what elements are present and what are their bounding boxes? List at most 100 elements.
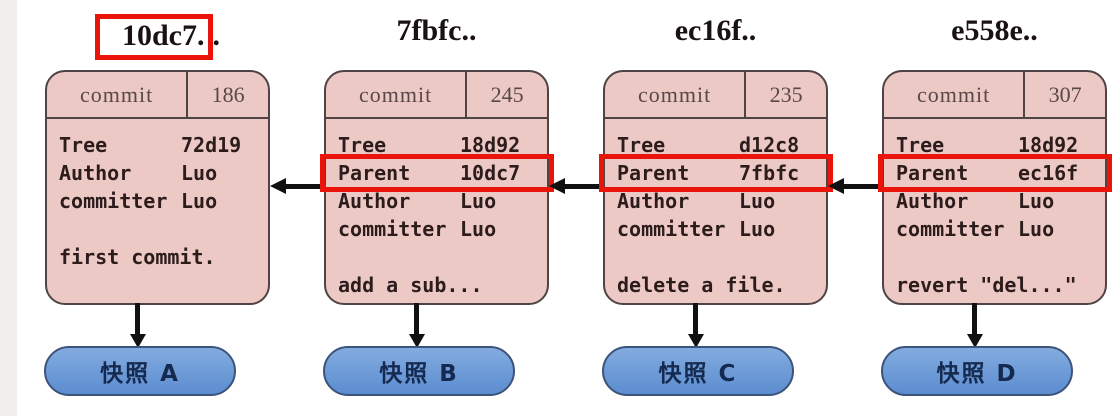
commit-field-row: Tree 72d19 [59, 131, 256, 159]
arrow-head-left-icon [549, 178, 565, 194]
field-value: 72d19 [181, 133, 242, 157]
blank-line [338, 243, 535, 271]
field-value: Luo [460, 189, 497, 213]
commit-type-label: commit [326, 72, 468, 117]
arrow-line [693, 303, 698, 334]
commit-field-row: committer Luo [617, 215, 814, 243]
blank-line [896, 243, 1093, 271]
parent-arrow [270, 178, 320, 194]
commit-field-row: committer Luo [59, 187, 256, 215]
field-value: 10dc7 [460, 161, 521, 185]
commit-type-label: commit [605, 72, 747, 117]
field-label: Author [59, 161, 132, 185]
field-label: Parent [896, 161, 969, 185]
commit-card-header: commit 307 [884, 72, 1105, 119]
field-value: Luo [1018, 189, 1055, 213]
field-value: 18d92 [460, 133, 521, 157]
arrow-head-down-icon [129, 334, 146, 348]
field-value: Luo [181, 161, 218, 185]
commit-type-label: commit [47, 72, 189, 117]
field-value: Luo [739, 189, 776, 213]
field-value: Luo [460, 217, 497, 241]
field-value: 18d92 [1018, 133, 1079, 157]
commit-id-label: 7fbfc.. [396, 14, 477, 47]
commit-field-row: Tree 18d92 [338, 131, 535, 159]
commit-type-label: commit [884, 72, 1026, 117]
commit-field-row: Author Luo [896, 187, 1093, 215]
field-label: Author [338, 189, 411, 213]
snapshot-label: 快照 D [936, 361, 1018, 387]
commit-card-header: commit 186 [47, 72, 268, 119]
arrow-line [841, 184, 878, 189]
field-label: committer [617, 217, 726, 241]
commit-card-header: commit 245 [326, 72, 547, 119]
snapshot-arrow [687, 303, 704, 348]
commit-id-label: e558e.. [951, 14, 1038, 47]
field-label: Tree [59, 133, 108, 157]
snapshot-label: 快照 B [379, 361, 459, 387]
arrow-head-down-icon [408, 334, 425, 348]
arrow-head-left-icon [270, 178, 286, 194]
arrow-line [972, 303, 977, 334]
commit-message: delete a file. [617, 273, 786, 297]
arrow-head-down-icon [966, 334, 983, 348]
field-value: Luo [1018, 217, 1055, 241]
commit-field-row: committer Luo [896, 215, 1093, 243]
arrow-line [135, 303, 140, 334]
snapshot-label: 快照 A [100, 361, 180, 387]
commit-field-row: Author Luo [59, 159, 256, 187]
arrow-line [414, 303, 419, 334]
snapshot-arrow [408, 303, 425, 348]
field-value: Luo [181, 189, 218, 213]
field-label: Parent [617, 161, 690, 185]
snapshot-node: 快照 B [323, 346, 515, 396]
arrow-head-left-icon [828, 178, 844, 194]
commit-message: first commit. [59, 245, 216, 269]
highlight-box: 10dc7. [95, 14, 213, 60]
commit-size-value: 186 [211, 81, 245, 107]
commit-size-value: 245 [490, 81, 524, 107]
field-label: Author [896, 189, 969, 213]
field-value: Luo [739, 217, 776, 241]
arrow-head-down-icon [687, 334, 704, 348]
commit-field-row: committer Luo [338, 215, 535, 243]
snapshot-node: 快照 C [602, 346, 794, 396]
field-value: d12c8 [739, 133, 800, 157]
commit-size-value: 307 [1048, 81, 1082, 107]
snapshot-label: 快照 C [658, 361, 738, 387]
field-value: ec16f [1018, 161, 1079, 185]
commit-field-row-parent-highlighted: Parent 7fbfc [599, 154, 833, 192]
commit-message: add a sub... [338, 273, 483, 297]
arrow-line [283, 184, 320, 189]
field-label: Tree [338, 133, 387, 157]
commit-id-label: ec16f.. [674, 14, 757, 47]
field-label: committer [338, 217, 447, 241]
blank-line [59, 215, 256, 243]
commit-size-value: 235 [769, 81, 803, 107]
blank-line [617, 243, 814, 271]
field-value: 7fbfc [739, 161, 800, 185]
field-label: committer [59, 189, 168, 213]
commit-field-row: Author Luo [338, 187, 535, 215]
commit-card-header: commit 235 [605, 72, 826, 119]
left-margin-band [0, 0, 17, 416]
commit-field-row-parent-highlighted: Parent ec16f [878, 154, 1112, 192]
field-label: committer [896, 217, 1005, 241]
